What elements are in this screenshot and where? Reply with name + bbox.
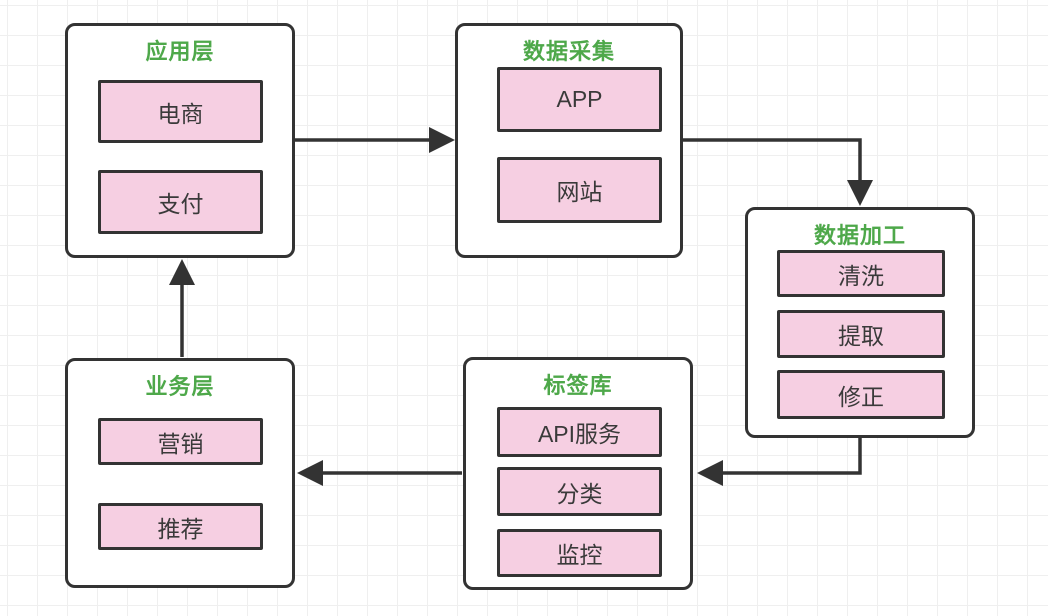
arrow-processing-to-tags (697, 438, 862, 486)
node-monitoring: 监控 (497, 529, 662, 577)
group-title-data-collection: 数据采集 (522, 39, 615, 64)
group-title-tag-library: 标签库 (543, 373, 613, 398)
node-website: 网站 (497, 157, 662, 223)
group-application-layer: 应用层 电商 支付 (65, 23, 295, 258)
node-extraction: 提取 (777, 310, 945, 358)
node-app: APP (497, 67, 662, 132)
node-cleaning: 清洗 (777, 250, 945, 297)
node-api-service: API服务 (497, 407, 662, 457)
arrow-business-to-application (169, 259, 195, 357)
node-payment: 支付 (98, 170, 263, 234)
node-correction: 修正 (777, 370, 945, 419)
arrow-collection-to-processing (683, 138, 873, 206)
node-recommendation: 推荐 (98, 503, 263, 550)
node-ecommerce: 电商 (98, 80, 263, 143)
node-classification: 分类 (497, 467, 662, 516)
group-title-business-layer: 业务层 (145, 374, 215, 399)
group-tag-library: 标签库 API服务 分类 监控 (463, 357, 693, 590)
group-data-processing: 数据加工 清洗 提取 修正 (745, 207, 975, 438)
arrow-tags-to-business (297, 460, 462, 486)
group-title-application-layer: 应用层 (145, 39, 215, 64)
arrow-application-to-collection (295, 127, 455, 153)
group-title-data-processing: 数据加工 (813, 223, 906, 248)
node-marketing: 营销 (98, 418, 263, 465)
group-data-collection: 数据采集 APP 网站 (455, 23, 683, 258)
group-business-layer: 业务层 营销 推荐 (65, 358, 295, 588)
